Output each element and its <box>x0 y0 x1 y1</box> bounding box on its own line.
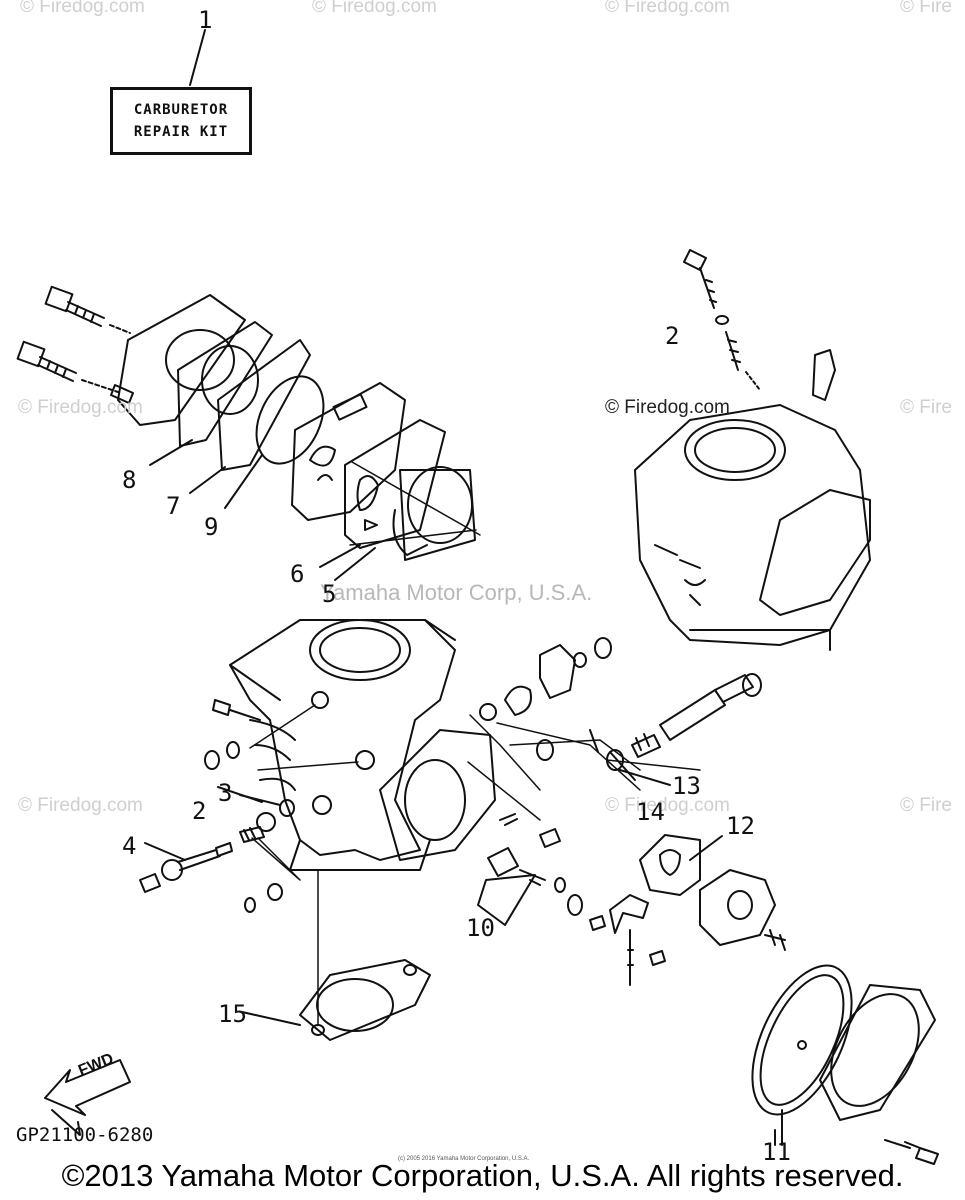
pump-cover-right <box>699 869 776 946</box>
callout-15: 15 <box>218 1000 247 1028</box>
kit-label-line1: CARBURETOR <box>133 102 229 118</box>
callout-3: 3 <box>218 779 233 807</box>
watermark: © Firedog.com <box>605 795 730 816</box>
watermark: © Firedog.com <box>605 0 730 17</box>
document-code: GP21100-6280 <box>16 1124 154 1146</box>
watermark: © Firedog.com <box>20 0 145 17</box>
watermark: © Firedog.com <box>605 397 730 418</box>
pump-diaphragm <box>255 375 325 465</box>
watermark: © Firedog.com <box>18 795 143 816</box>
watermark: © Fire <box>900 795 952 816</box>
center-watermark: Yamaha Motor Corp, U.S.A. <box>320 580 593 605</box>
cover-plate <box>117 294 246 426</box>
copyright-notice: ©2013 Yamaha Motor Corporation, U.S.A. A… <box>61 1158 904 1193</box>
pump-body <box>291 382 406 521</box>
fwd-arrow <box>44 1059 131 1116</box>
callout-12: 12 <box>726 812 755 840</box>
base-gasket-15 <box>299 959 431 1041</box>
callout-10: 10 <box>466 914 495 942</box>
carburetor-body <box>229 619 496 871</box>
small-notice: (c) 2005 2016 Yamaha Motor Corporation, … <box>398 1156 530 1162</box>
callout-9: 9 <box>204 513 219 541</box>
callout-7: 7 <box>166 492 181 520</box>
watermark: © Firedog.com <box>312 0 437 17</box>
callout-2-lower: 2 <box>192 797 207 825</box>
watermark: © Firedog.com <box>18 397 143 418</box>
cover-plate-right <box>819 984 936 1121</box>
callout-6: 6 <box>290 560 305 588</box>
callout-2-top: 2 <box>665 322 680 350</box>
callout-8: 8 <box>122 466 137 494</box>
watermark: © Fire <box>900 397 952 418</box>
kit-label-line2: REPAIR KIT <box>133 124 229 140</box>
bolt-lower-left <box>16 340 119 393</box>
callout-11: 11 <box>762 1138 791 1166</box>
pump-diaphragm-5 <box>399 469 476 561</box>
callout-1: 1 <box>198 6 213 34</box>
repair-kit-label: CARBURETOR REPAIR KIT <box>110 87 252 155</box>
leader-line-1 <box>189 29 206 86</box>
callout-5: 5 <box>322 580 337 608</box>
pump-gasket-6 <box>344 419 446 549</box>
carburetor-assembly <box>634 249 871 651</box>
bolt-top-left <box>44 285 131 334</box>
pump-gasket-8 <box>177 321 273 447</box>
watermark: © Fire <box>900 0 952 17</box>
gasket-12 <box>639 834 701 896</box>
callout-14: 14 <box>636 798 665 826</box>
callout-13: 13 <box>672 772 701 800</box>
pump-gasket-7 <box>217 339 311 471</box>
jet-10 <box>487 847 519 877</box>
needle-valve-4 <box>177 842 233 871</box>
diaphragm-11 <box>751 964 853 1116</box>
callout-4: 4 <box>122 832 137 860</box>
